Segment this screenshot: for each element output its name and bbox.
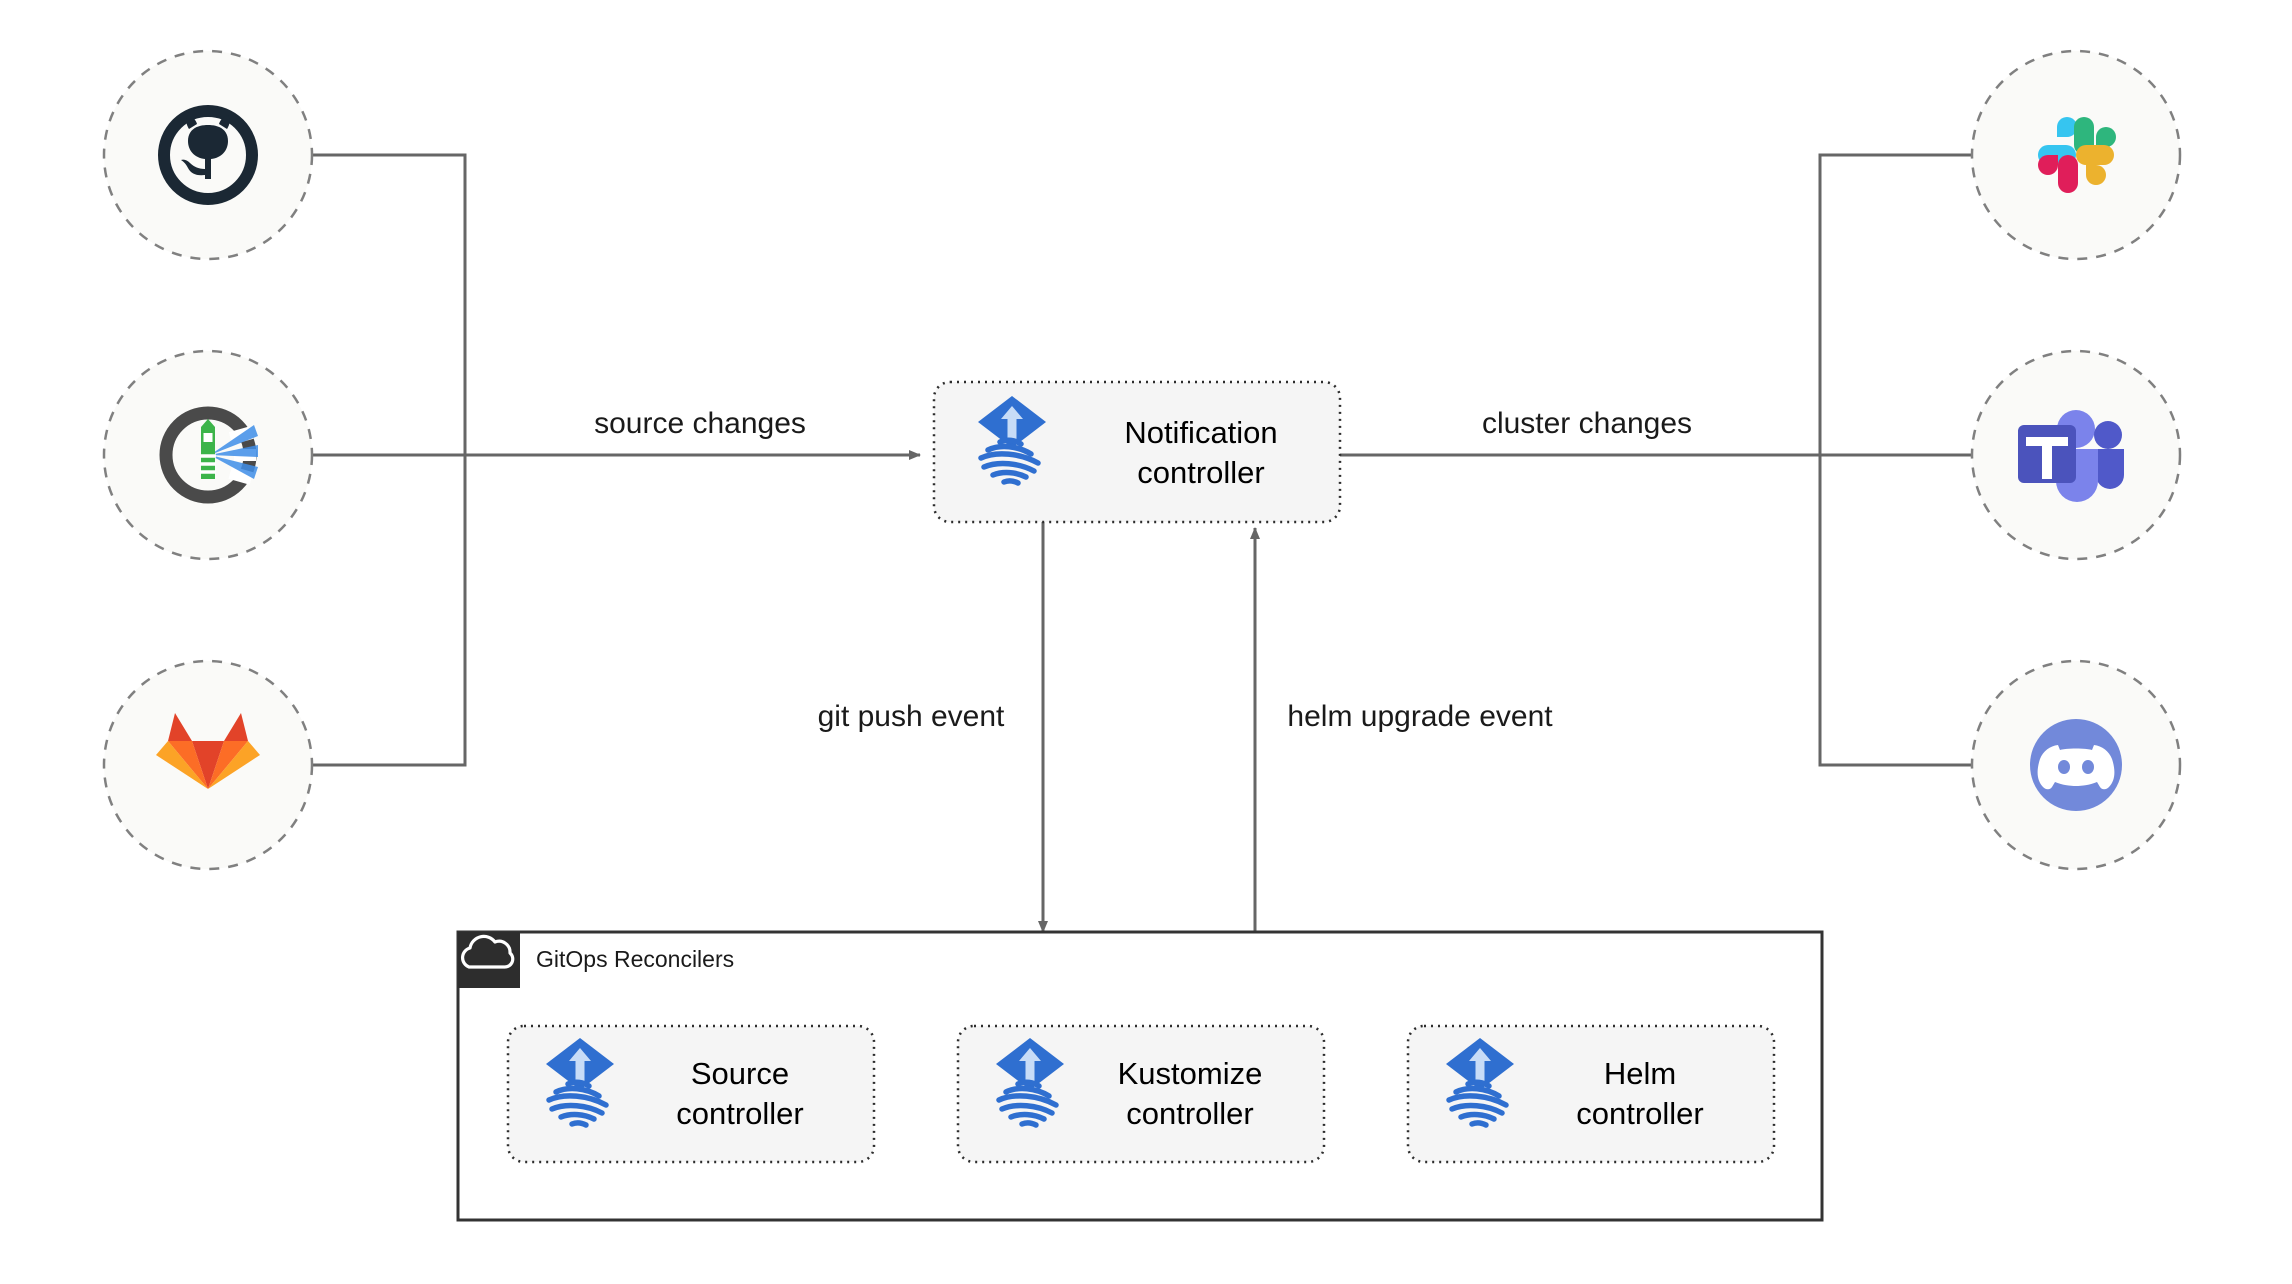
edge-label-cluster-changes: cluster changes bbox=[1482, 407, 1692, 440]
source-node-gitlab[interactable] bbox=[102, 659, 314, 871]
helm-controller-label-line2: controller bbox=[1576, 1096, 1704, 1131]
edge-gitlab-to-bus bbox=[261, 455, 467, 767]
destination-node-teams[interactable] bbox=[1970, 349, 2182, 561]
gitops-reconcilers-title: GitOps Reconcilers bbox=[536, 946, 734, 972]
edge-github-to-bus bbox=[261, 153, 467, 455]
helm-controller-label-line1: Helm bbox=[1604, 1056, 1676, 1091]
notification-controller-label-line1: Notification bbox=[1124, 415, 1277, 450]
destination-node-discord[interactable] bbox=[1970, 659, 2182, 871]
edge-bus-to-slack bbox=[1818, 150, 2000, 455]
kustomize-controller-label-line1: Kustomize bbox=[1118, 1056, 1263, 1091]
gitops-reconcilers-group: GitOps Reconcilers Source controller Kus… bbox=[456, 930, 1824, 1222]
kustomize-controller-node[interactable]: Kustomize controller bbox=[956, 1024, 1326, 1164]
kustomize-controller-label-line2: controller bbox=[1126, 1096, 1254, 1131]
gitops-reconcilers-icon-badge bbox=[458, 932, 520, 988]
destination-node-slack[interactable] bbox=[1970, 49, 2182, 261]
edges-layer bbox=[261, 150, 2000, 1099]
source-node-github[interactable] bbox=[102, 49, 314, 261]
source-nodes-layer bbox=[102, 49, 314, 871]
notification-controller-node[interactable]: Notification controller bbox=[932, 380, 1342, 524]
source-controller-label-line2: controller bbox=[676, 1096, 804, 1131]
edge-bus-to-discord bbox=[1818, 455, 2000, 770]
source-controller-label-line1: Source bbox=[691, 1056, 789, 1091]
notification-controller-label-line2: controller bbox=[1137, 455, 1265, 490]
edge-label-helm-upgrade-event: helm upgrade event bbox=[1287, 700, 1553, 733]
source-node-flux[interactable] bbox=[102, 349, 314, 561]
edge-labels-layer: source changes cluster changes git push … bbox=[594, 407, 1692, 733]
edge-label-source-changes: source changes bbox=[594, 407, 806, 440]
edge-label-git-push-event: git push event bbox=[818, 700, 1005, 733]
discord-icon bbox=[2030, 719, 2122, 811]
helm-controller-node[interactable]: Helm controller bbox=[1406, 1024, 1776, 1164]
source-controller-node[interactable]: Source controller bbox=[506, 1024, 876, 1164]
destination-nodes-layer bbox=[1970, 49, 2182, 871]
